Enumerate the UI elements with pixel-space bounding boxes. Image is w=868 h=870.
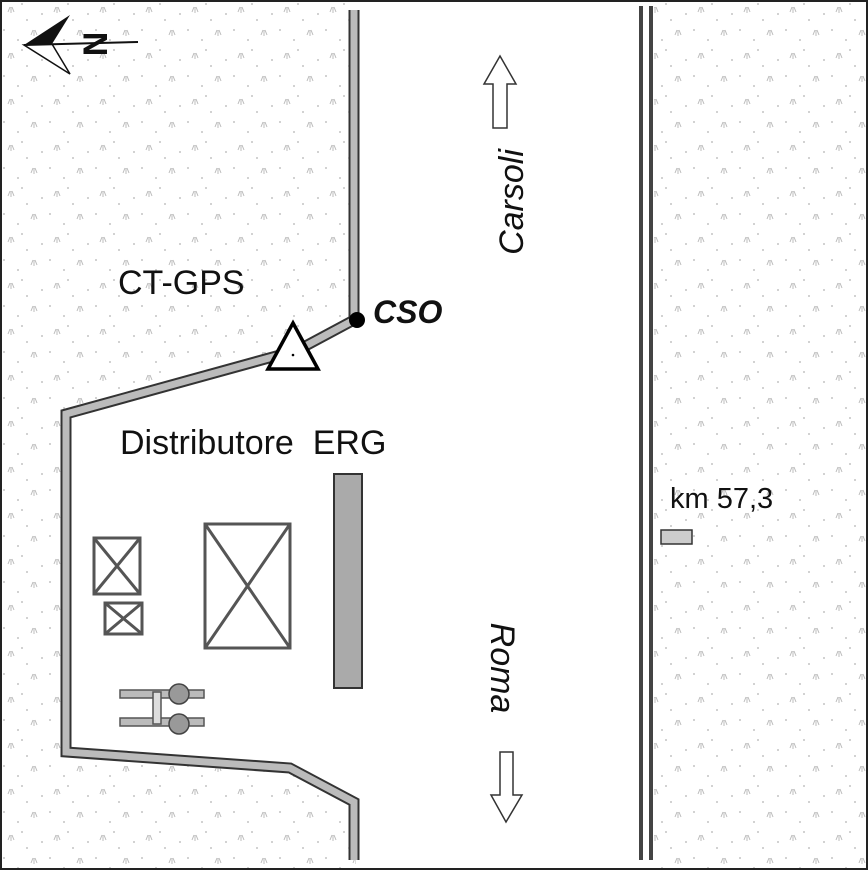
benchmark-point-icon [349, 312, 365, 328]
fuel-tanks-icon [119, 683, 205, 735]
gps-station-triangle-icon [265, 319, 321, 371]
station-name-label: CT-GPS [118, 264, 245, 302]
direction-south-label: Roma [483, 623, 521, 714]
vegetation-area-east [654, 0, 868, 870]
km-marker-post [660, 529, 693, 545]
vegetation-area-west [0, 0, 356, 870]
gps-station-center-dot [291, 353, 295, 357]
fuel-canopy [333, 473, 363, 689]
station-code-label: CSO [373, 294, 442, 330]
small-building-icon [92, 536, 142, 596]
road-km-label: km 57,3 [670, 483, 773, 515]
main-building-icon [203, 522, 292, 650]
station-perimeter-road-fill [62, 10, 358, 860]
small-building-icon [103, 601, 144, 636]
arrow-up-icon [482, 54, 518, 129]
north-letter: N [77, 32, 115, 57]
gas-station-label: Distributore ERG [120, 424, 386, 462]
north-arrow-icon: N [21, 15, 139, 75]
arrow-down-icon [489, 751, 524, 824]
direction-north-label: Carsoli [493, 148, 531, 255]
